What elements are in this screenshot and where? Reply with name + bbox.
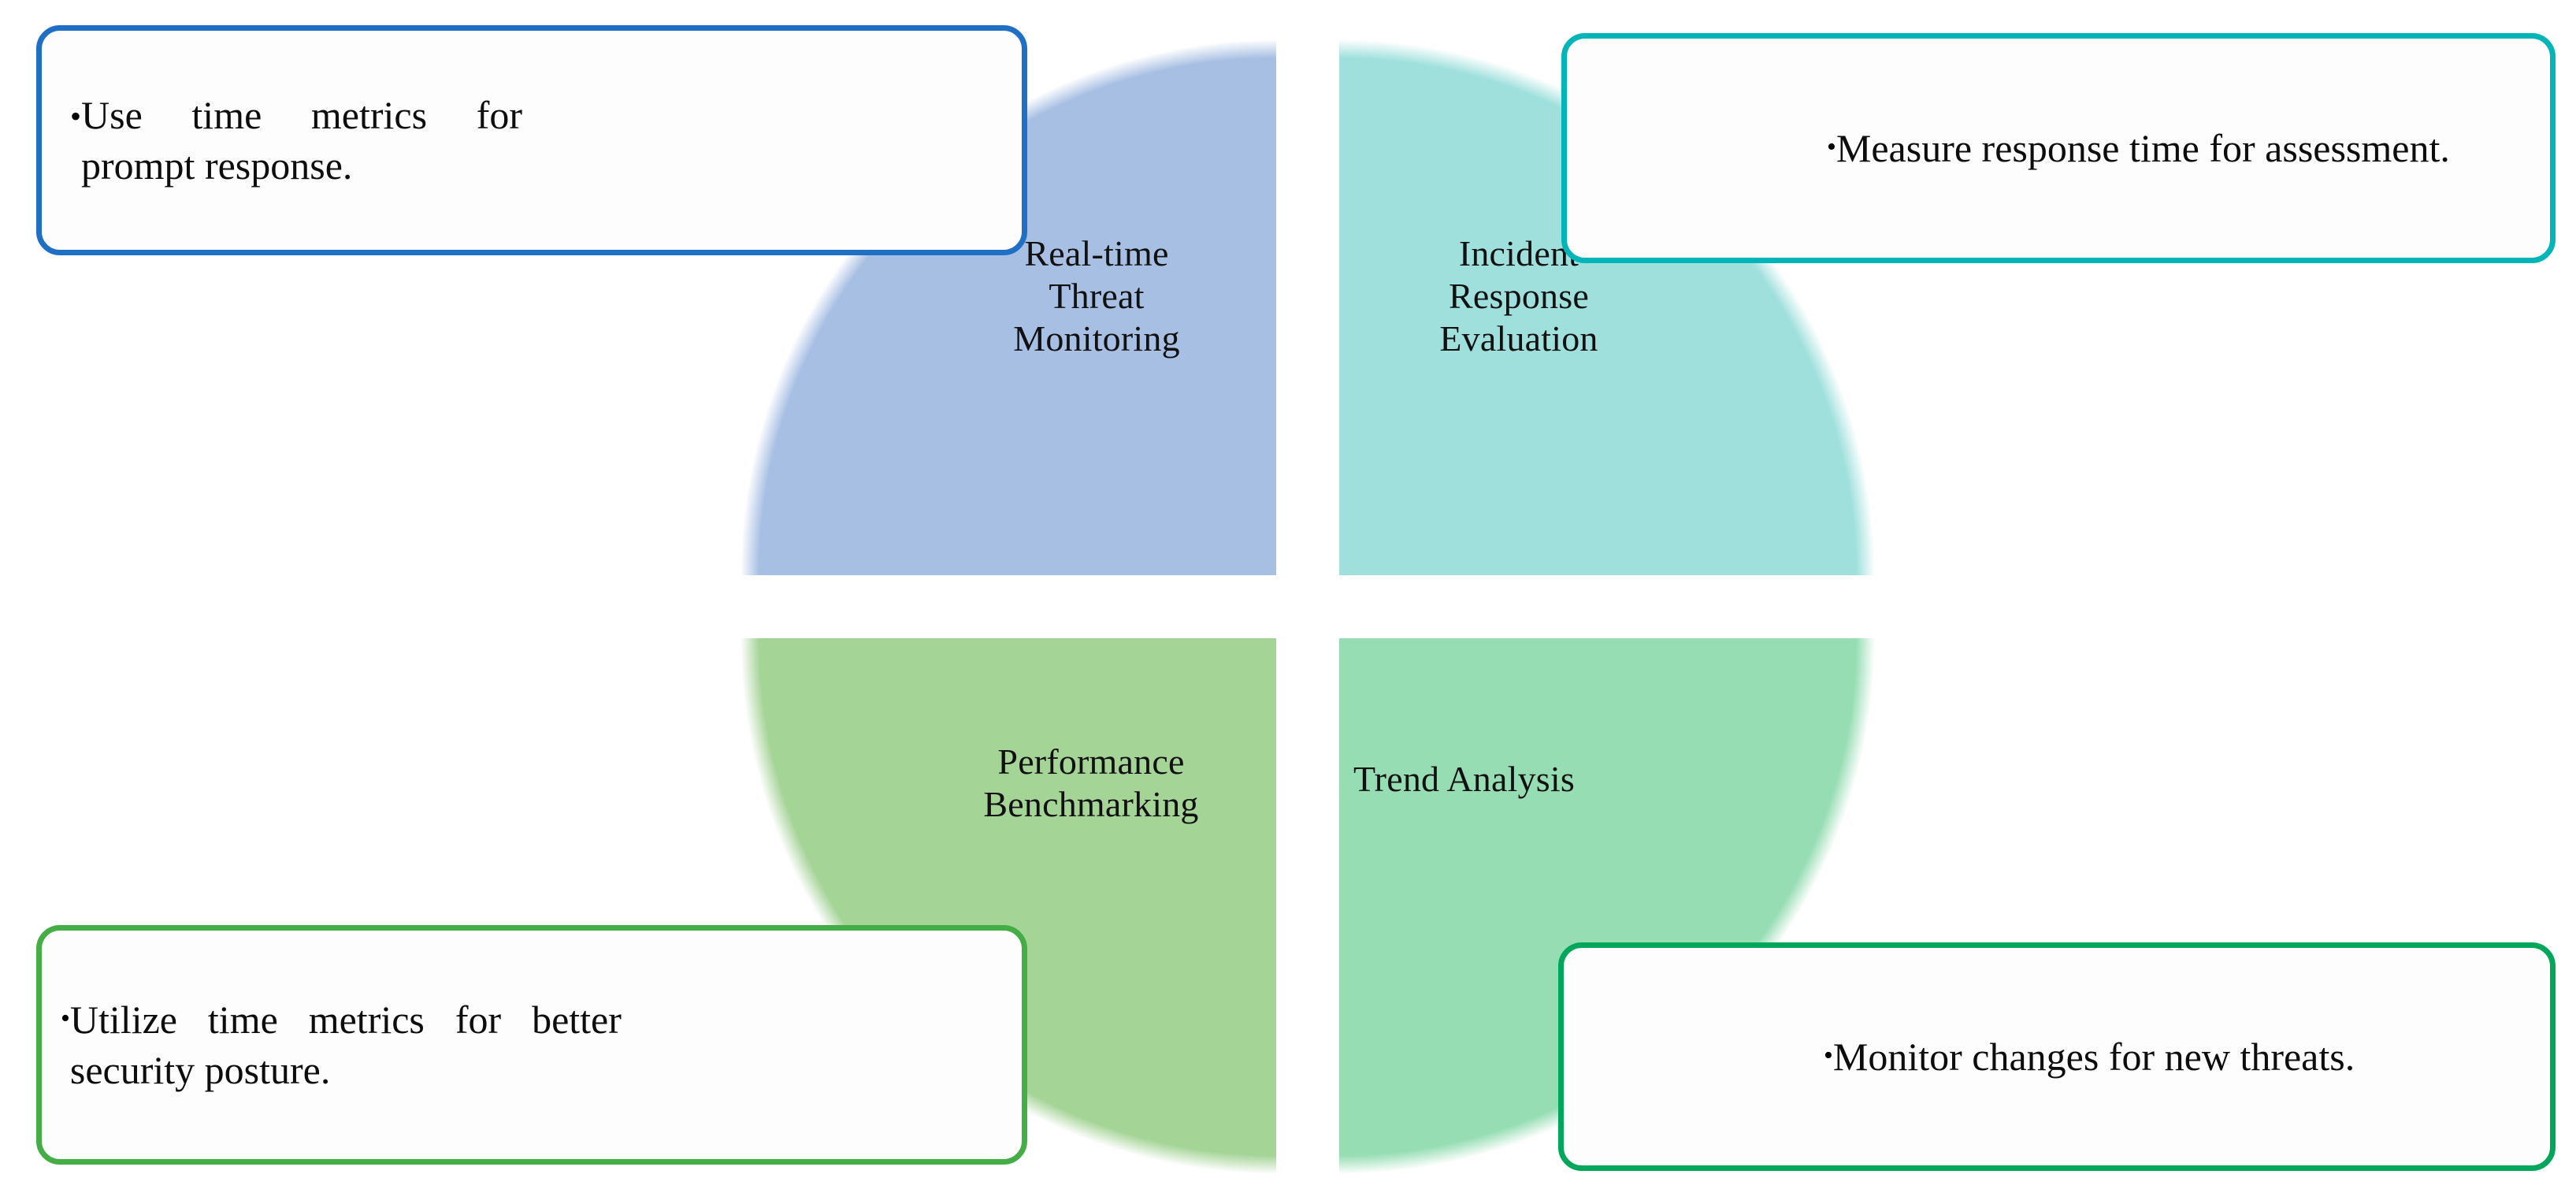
quadrant-label-real-time-threat-monitoring: Real-time Threat Monitoring	[1013, 233, 1180, 359]
bullet-point-icon: •	[1824, 1041, 1833, 1070]
callout-text-top-right: Measure response time for assessment.	[1835, 126, 2450, 170]
callout-box-top-right[interactable]: • Measure response time for assessment.	[1561, 33, 2556, 263]
quadrant-label-incident-response-evaluation: Incident Response Evaluation	[1439, 233, 1598, 359]
callout-text-bottom-left: Utilize time metrics for better security…	[69, 998, 622, 1092]
bullet-point-icon: •	[1827, 132, 1836, 162]
callout-bullet-row: • Utilize time metrics for better securi…	[42, 994, 1022, 1095]
bullet-point-icon: •	[70, 98, 82, 134]
quadrant-label-performance-benchmarking: Performance Benchmarking	[983, 741, 1199, 824]
callout-bullet-row: • Measure response time for assessment.	[1567, 123, 2550, 173]
bullet-point-icon: •	[61, 1004, 70, 1033]
quadrant-wheel: Real-time Threat Monitoring Incident Res…	[741, 39, 1875, 1174]
callout-box-top-left[interactable]: • Use time metrics for prompt response.	[36, 25, 1027, 255]
callout-bullet-row: • Monitor changes for new threats.	[1564, 1031, 2550, 1082]
callout-bullet-row: • Use time metrics for prompt response.	[42, 90, 1022, 191]
callout-text-bottom-right: Monitor changes for new threats.	[1832, 1035, 2355, 1079]
quadrant-label-trend-analysis: Trend Analysis	[1353, 759, 1575, 799]
callout-text-top-left: Use time metrics for prompt response.	[81, 93, 523, 188]
callout-box-bottom-right[interactable]: • Monitor changes for new threats.	[1558, 942, 2556, 1171]
callout-box-bottom-left[interactable]: • Utilize time metrics for better securi…	[36, 925, 1027, 1165]
